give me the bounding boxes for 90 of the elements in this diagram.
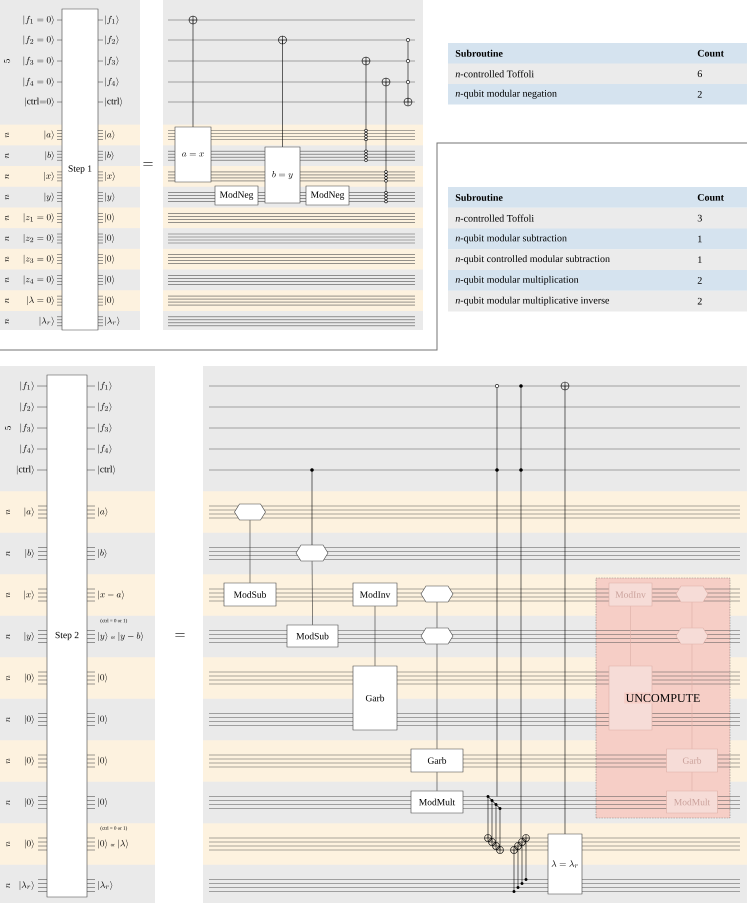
gate-box: ModInv: [608, 582, 652, 606]
gate-box: $\lambda = \lambda_r$: [548, 834, 582, 894]
register-size: $n$: [6, 592, 10, 598]
state-label: $|\lambda_r\rangle$: [20, 881, 34, 890]
state-label: $|0\rangle$: [25, 756, 34, 766]
state-label: $|f_1\rangle$: [98, 382, 112, 391]
step-box: Step 1: [62, 8, 98, 330]
state-label: $|b\rangle$: [26, 549, 34, 558]
state-label: $|x - a\rangle$: [98, 590, 124, 600]
state-label: $|f_2\rangle$: [98, 402, 112, 412]
state-label: $|a\rangle$: [24, 508, 34, 517]
state-label: $|0\rangle$: [98, 674, 108, 683]
state-label: $|b\rangle$: [98, 549, 106, 558]
hexagon-gate: [676, 628, 708, 644]
register-size: $n$: [4, 132, 10, 138]
connector-line: [436, 602, 438, 628]
register-size: $n$: [4, 174, 10, 179]
state-label: $|x\rangle$: [24, 590, 34, 600]
state-label: $|0\rangle$: [98, 715, 108, 724]
hexagon-gate: [420, 628, 454, 644]
register-size: $n$: [4, 256, 10, 262]
gate-box: Garb: [410, 748, 464, 772]
state-label: $|a\rangle$: [98, 508, 108, 517]
state-label: $|\mathrm{ctrl}\rangle$: [98, 466, 116, 475]
state-label: $|f_1\rangle$: [20, 382, 34, 391]
gate-box: Garb: [666, 748, 718, 772]
gate-box: ModNeg: [214, 186, 258, 206]
gate-box: ModInv: [352, 582, 398, 606]
connector-line: [436, 644, 438, 749]
state-label: $|f_4\rangle$: [98, 444, 112, 454]
state-label: $|y\rangle$: [24, 632, 34, 642]
table-cell: 6: [690, 64, 747, 84]
state-label: $|f_3\rangle$: [98, 424, 112, 433]
hexagon-gate: [420, 586, 454, 602]
register-size: $n$: [6, 716, 10, 722]
equals-sign: $=$: [143, 162, 153, 166]
state-label: $|0\rangle$: [25, 840, 34, 849]
state-label: $|f_4\rangle$: [20, 444, 34, 454]
register-size: $5$: [4, 59, 10, 63]
register-size: $n$: [4, 318, 10, 324]
connector-line: [436, 772, 438, 791]
table-cell: 1: [690, 228, 747, 250]
state-label: $|\mathrm{ctrl}\rangle$: [16, 466, 34, 475]
table-cell: 2: [690, 290, 747, 312]
register-size: $n$: [6, 509, 10, 515]
table-cell: Count: [690, 43, 747, 64]
table-cell: 3: [690, 208, 747, 228]
register-size: $n$: [6, 758, 10, 764]
register-size: $n$: [4, 153, 10, 158]
state-label: $|f_2\rangle$: [20, 402, 34, 412]
hexagon-gate: [676, 586, 708, 602]
register-size: $n$: [4, 298, 10, 304]
state-label: $|0\rangle$: [25, 715, 34, 724]
gate-box: $b = y$: [264, 146, 300, 204]
register-size: $n$: [4, 194, 10, 200]
gate-box: ModMult: [666, 790, 718, 814]
table-cell: Count: [690, 187, 747, 208]
register-size: $n$: [4, 236, 10, 242]
gate-box: $a = x$: [174, 126, 212, 182]
register-size: $n$: [4, 215, 10, 220]
gate-box: ModSub: [286, 624, 338, 648]
state-label: $|y\rangle \; \mbox{\tiny or} \; |y - b\rangle$: [98, 632, 143, 642]
gate-box: Garb: [352, 666, 398, 730]
connector-line: [374, 606, 376, 666]
register-size: $n$: [4, 277, 10, 282]
hexagon-gate: [234, 504, 266, 520]
register-size: $5$: [4, 426, 12, 430]
register-size: $n$: [6, 841, 10, 847]
state-label: $|\lambda_r\rangle$: [98, 881, 112, 890]
register-size: $n$: [6, 550, 10, 556]
state-label: $|0\rangle \; \mbox{\tiny or} \; |\lambda\rangle$: [98, 840, 128, 849]
step-box: Step 2: [46, 374, 88, 898]
state-label: $|f_3\rangle$: [20, 424, 34, 433]
state-label: $|0\rangle$: [98, 798, 108, 808]
gate-box: ModNeg: [306, 186, 350, 206]
register-size: $n$: [6, 634, 10, 640]
equals-sign: $=$: [175, 633, 185, 637]
state-label: $|0\rangle$: [25, 798, 34, 808]
state-label: $|0\rangle$: [25, 674, 34, 683]
table-cell: 1: [690, 249, 747, 270]
table-cell: 2: [690, 84, 747, 104]
register-size: $n$: [6, 675, 10, 681]
register-size: $n$: [6, 800, 10, 806]
connector-line: [312, 561, 313, 625]
gate-box: ModSub: [224, 582, 276, 606]
region-label: UNCOMPUTE: [624, 692, 702, 704]
gate-box: ModMult: [410, 790, 464, 814]
table-cell: 2: [690, 270, 747, 291]
state-label: $|0\rangle$: [98, 756, 108, 766]
register-size: $n$: [6, 882, 10, 888]
